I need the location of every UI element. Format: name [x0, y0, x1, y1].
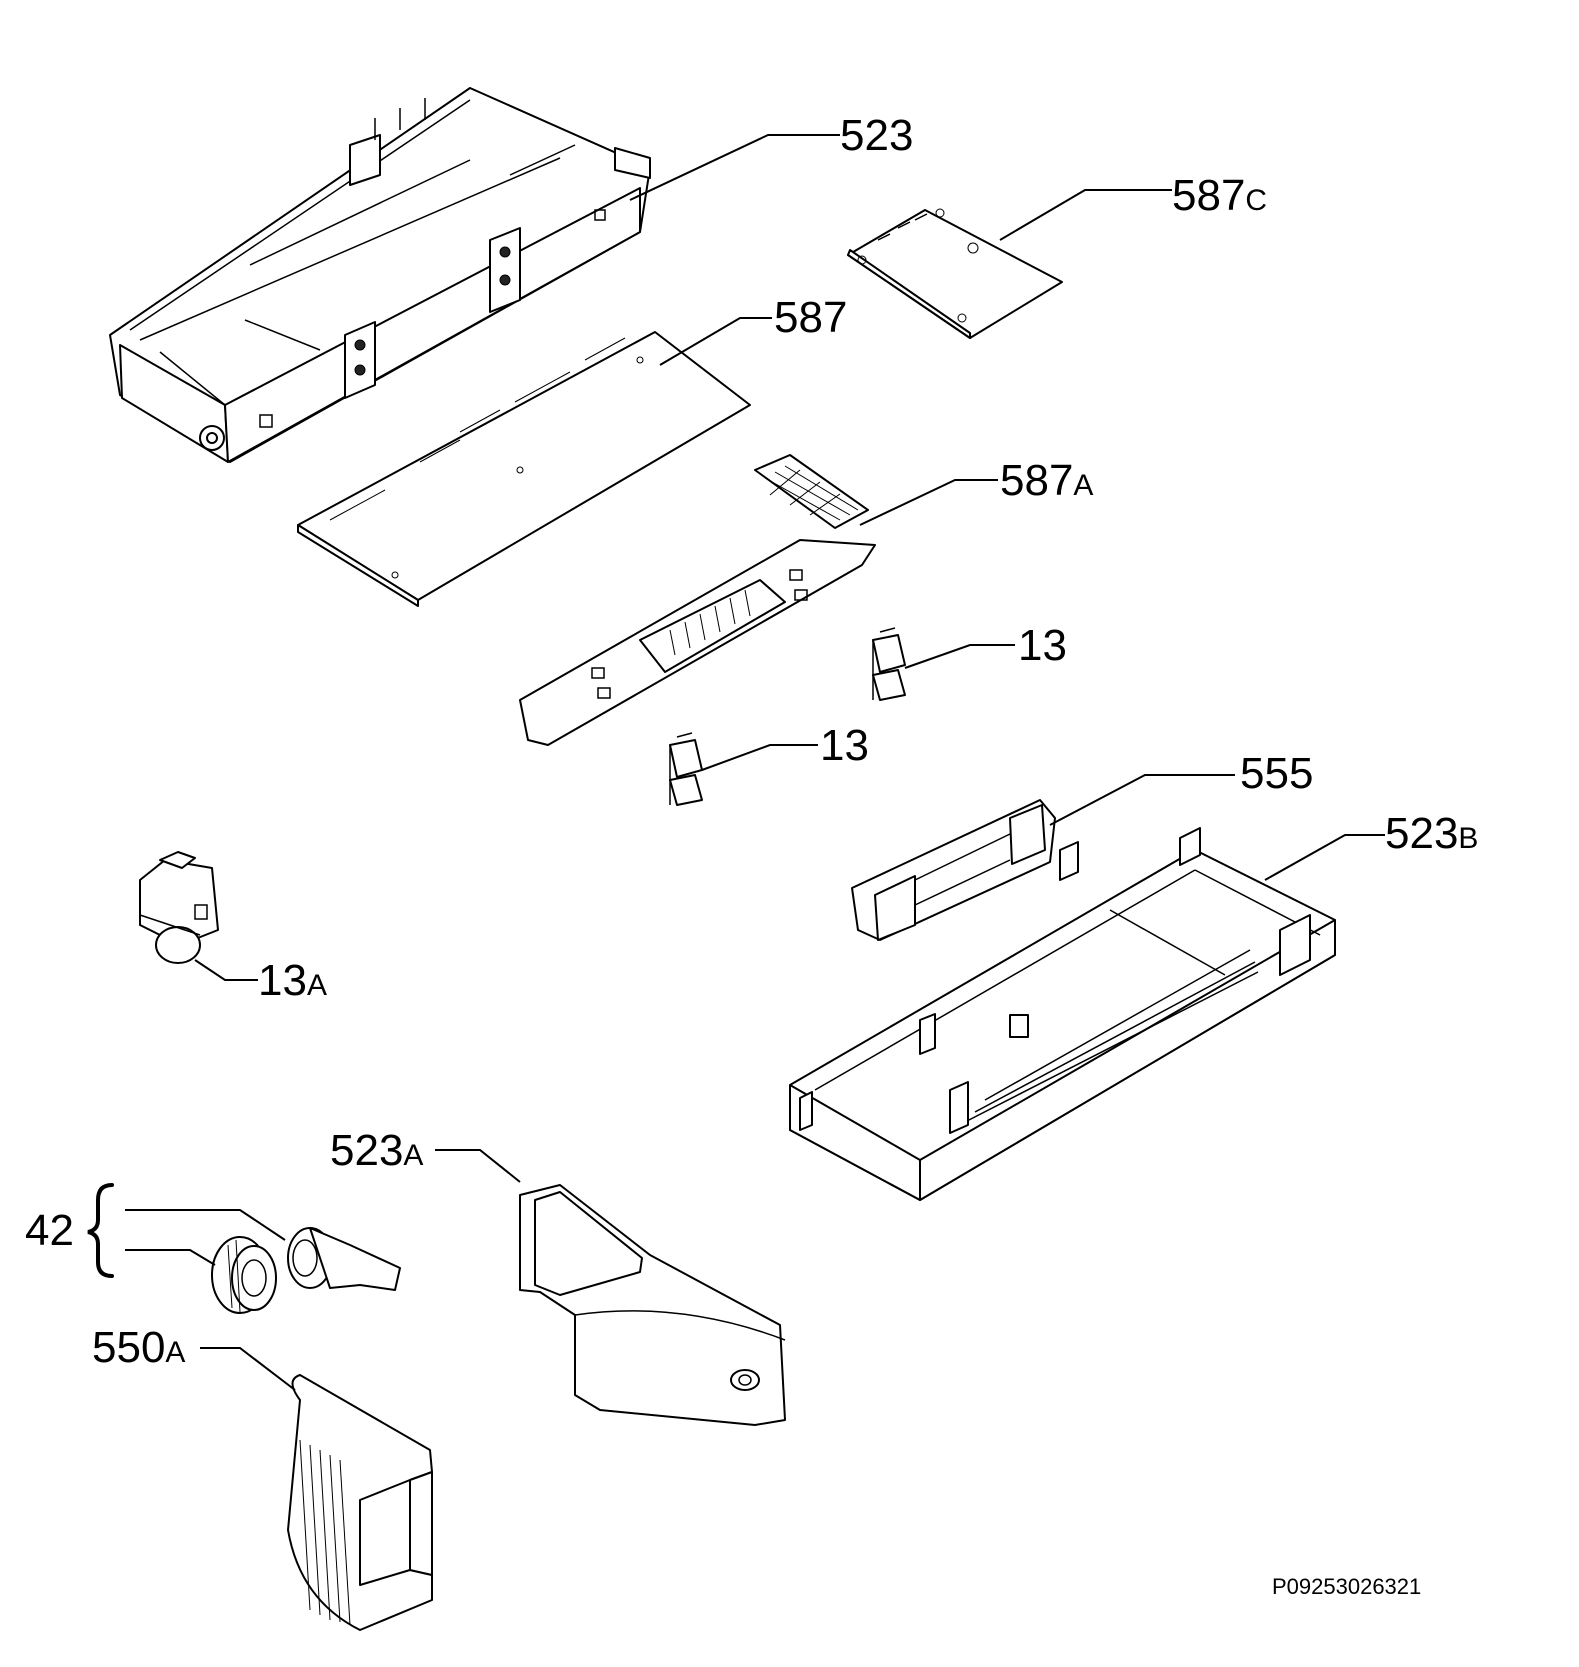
part-42-knob-set: [211, 1227, 401, 1314]
callout-13-lower: 13: [820, 721, 869, 770]
callout-42: 42: [25, 1206, 74, 1255]
callout-523: 523: [840, 111, 913, 160]
part-587a-display-pcb: [519, 454, 876, 746]
part-523b-base-tray: [789, 827, 1336, 1201]
brace-42: [87, 1183, 114, 1278]
part-13-lower-clip: [669, 732, 703, 806]
leader-523a: [435, 1149, 521, 1183]
leader-550a: [200, 1347, 296, 1391]
leader-13a: [194, 959, 258, 981]
leader-lines: [125, 134, 1385, 1391]
leader-587c: [999, 189, 1172, 241]
part-587c-small-pcb: [847, 208, 1063, 339]
leader-587a: [859, 479, 998, 526]
leader-42-upper: [125, 1209, 286, 1241]
leader-13-lower: [701, 744, 818, 771]
leader-555: [1049, 774, 1235, 826]
leader-587: [659, 317, 772, 366]
callout-587a: 587A: [1000, 456, 1093, 505]
leader-523: [629, 134, 840, 201]
part-13a-knob-holder: [139, 851, 219, 964]
callout-523b: 523B: [1385, 809, 1478, 858]
part-587-large-pcb: [297, 331, 751, 607]
part-13-upper-clip: [872, 627, 906, 701]
callout-523a: 523A: [330, 1126, 423, 1175]
callout-550a: 550A: [92, 1323, 185, 1372]
leader-13-upper: [904, 644, 1015, 669]
part-550a-handle: [287, 1374, 433, 1631]
document-id: P09253026321: [1272, 1574, 1421, 1599]
part-523-control-housing: [109, 87, 651, 463]
part-523a-front-cover: [519, 1184, 786, 1426]
callout-13a: 13A: [258, 956, 327, 1005]
part-555-bracket: [851, 799, 1056, 941]
callout-labels: 523 587C 587 587A 13 13 555 523B 13A 523…: [25, 111, 1478, 1372]
callout-13-upper: 13: [1018, 621, 1067, 670]
callout-587: 587: [774, 293, 847, 342]
leader-523b: [1264, 834, 1385, 881]
leader-42-lower: [125, 1249, 216, 1266]
callout-587c: 587C: [1172, 171, 1267, 220]
callout-555: 555: [1240, 749, 1313, 798]
